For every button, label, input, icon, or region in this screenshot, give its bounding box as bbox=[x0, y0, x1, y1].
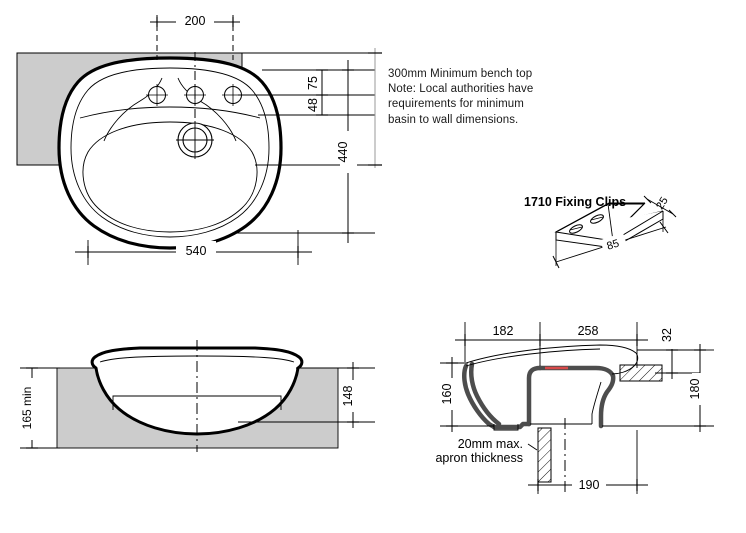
plan-waste-outlet bbox=[176, 121, 214, 159]
section-dim-160-bg bbox=[444, 378, 461, 410]
plan-dim-200-bg bbox=[176, 12, 214, 29]
fixing-clip-fold-line bbox=[607, 203, 614, 242]
plan-left-shoulder-curve bbox=[103, 77, 163, 142]
installation-notes: 300mm Minimum bench top Note: Local auth… bbox=[388, 67, 578, 128]
elevation-dim-label-148: 148 bbox=[341, 386, 355, 407]
elevation-dim-label-165: 165 min bbox=[20, 387, 34, 430]
section-ceramic-wall bbox=[462, 361, 616, 430]
note-line-3: requirements for minimum bbox=[388, 98, 524, 111]
elevation-dim-165-bg bbox=[23, 378, 40, 440]
fixing-clip-tick-85-b bbox=[659, 221, 669, 234]
section-dim-182-bg bbox=[487, 323, 521, 339]
fixing-clip-hole-right bbox=[590, 214, 604, 224]
section-outline-detail bbox=[465, 344, 639, 431]
plan-tap-holes bbox=[146, 84, 244, 106]
plan-view-group: 200 540 75 48 bbox=[16, 12, 382, 265]
section-dim-label-182: 182 bbox=[493, 324, 514, 338]
section-dim-190-bg bbox=[572, 476, 606, 493]
fixing-clip-tick-25-b bbox=[668, 209, 677, 218]
plan-dim-label-75: 75 bbox=[306, 76, 320, 90]
fixing-clip-bevel-edge bbox=[628, 202, 646, 220]
section-callout-line-2: apron thickness bbox=[435, 451, 523, 465]
tap-hole-left bbox=[146, 84, 168, 106]
section-apron-hatch bbox=[537, 427, 552, 483]
fixing-clip-dim-label-25: 25 bbox=[654, 195, 671, 212]
section-dim-258-bg bbox=[572, 323, 606, 339]
fixing-clip-hole-right-slot bbox=[590, 216, 604, 221]
section-callout-line-1: 20mm max. bbox=[458, 437, 523, 451]
plan-basin-rim bbox=[70, 67, 270, 238]
section-body-fill bbox=[465, 360, 638, 430]
elevation-dim-148-bg bbox=[345, 380, 362, 412]
note-line-4: basin to wall dimensions. bbox=[388, 113, 519, 126]
plan-dim-label-200: 200 bbox=[185, 14, 206, 28]
fixing-clip-dim-line-25 bbox=[646, 198, 674, 215]
fixing-clip-hole-left-slot bbox=[569, 226, 583, 231]
plan-dim-label-48: 48 bbox=[306, 98, 320, 112]
section-dim-label-160: 160 bbox=[440, 384, 454, 405]
fixing-clip-title: 1710 Fixing Clips bbox=[524, 195, 626, 209]
plan-back-ledge bbox=[79, 106, 261, 119]
fixing-clip-back-edge bbox=[555, 202, 645, 233]
fixing-clip-dim-label-85: 85 bbox=[605, 238, 620, 253]
plan-dim-label-540: 540 bbox=[186, 244, 207, 258]
plan-bowl-outline bbox=[82, 121, 258, 233]
plan-dim-label-440: 440 bbox=[336, 142, 350, 163]
note-line-1: 300mm Minimum bench top bbox=[388, 68, 533, 80]
fixing-clip-group: 25 85 1710 Fixing Clips bbox=[524, 195, 677, 269]
plan-dim-540-bg bbox=[176, 241, 216, 259]
front-elevation-group: 165 min 148 bbox=[20, 340, 375, 452]
section-dim-180-bg bbox=[692, 373, 709, 405]
fixing-clip-dim-85-bg bbox=[600, 232, 628, 256]
section-dim-label-258: 258 bbox=[578, 324, 599, 338]
section-dim-label-32: 32 bbox=[660, 328, 674, 342]
plan-basin-outline bbox=[57, 56, 283, 250]
plan-dim-440-bg bbox=[340, 131, 357, 173]
fixing-clip-tick-25-a bbox=[643, 195, 652, 204]
elevation-support-outline bbox=[112, 395, 282, 410]
section-dim-32-bg bbox=[664, 325, 681, 349]
note-line-2: Note: Local authorities have bbox=[388, 83, 534, 96]
section-callout-leader bbox=[527, 443, 538, 451]
section-dim-label-180: 180 bbox=[688, 379, 702, 400]
fixing-clip-hole-left bbox=[569, 224, 583, 234]
section-dim-label-190: 190 bbox=[579, 478, 600, 492]
section-view-group: 182 258 32 180 160 bbox=[435, 322, 714, 494]
